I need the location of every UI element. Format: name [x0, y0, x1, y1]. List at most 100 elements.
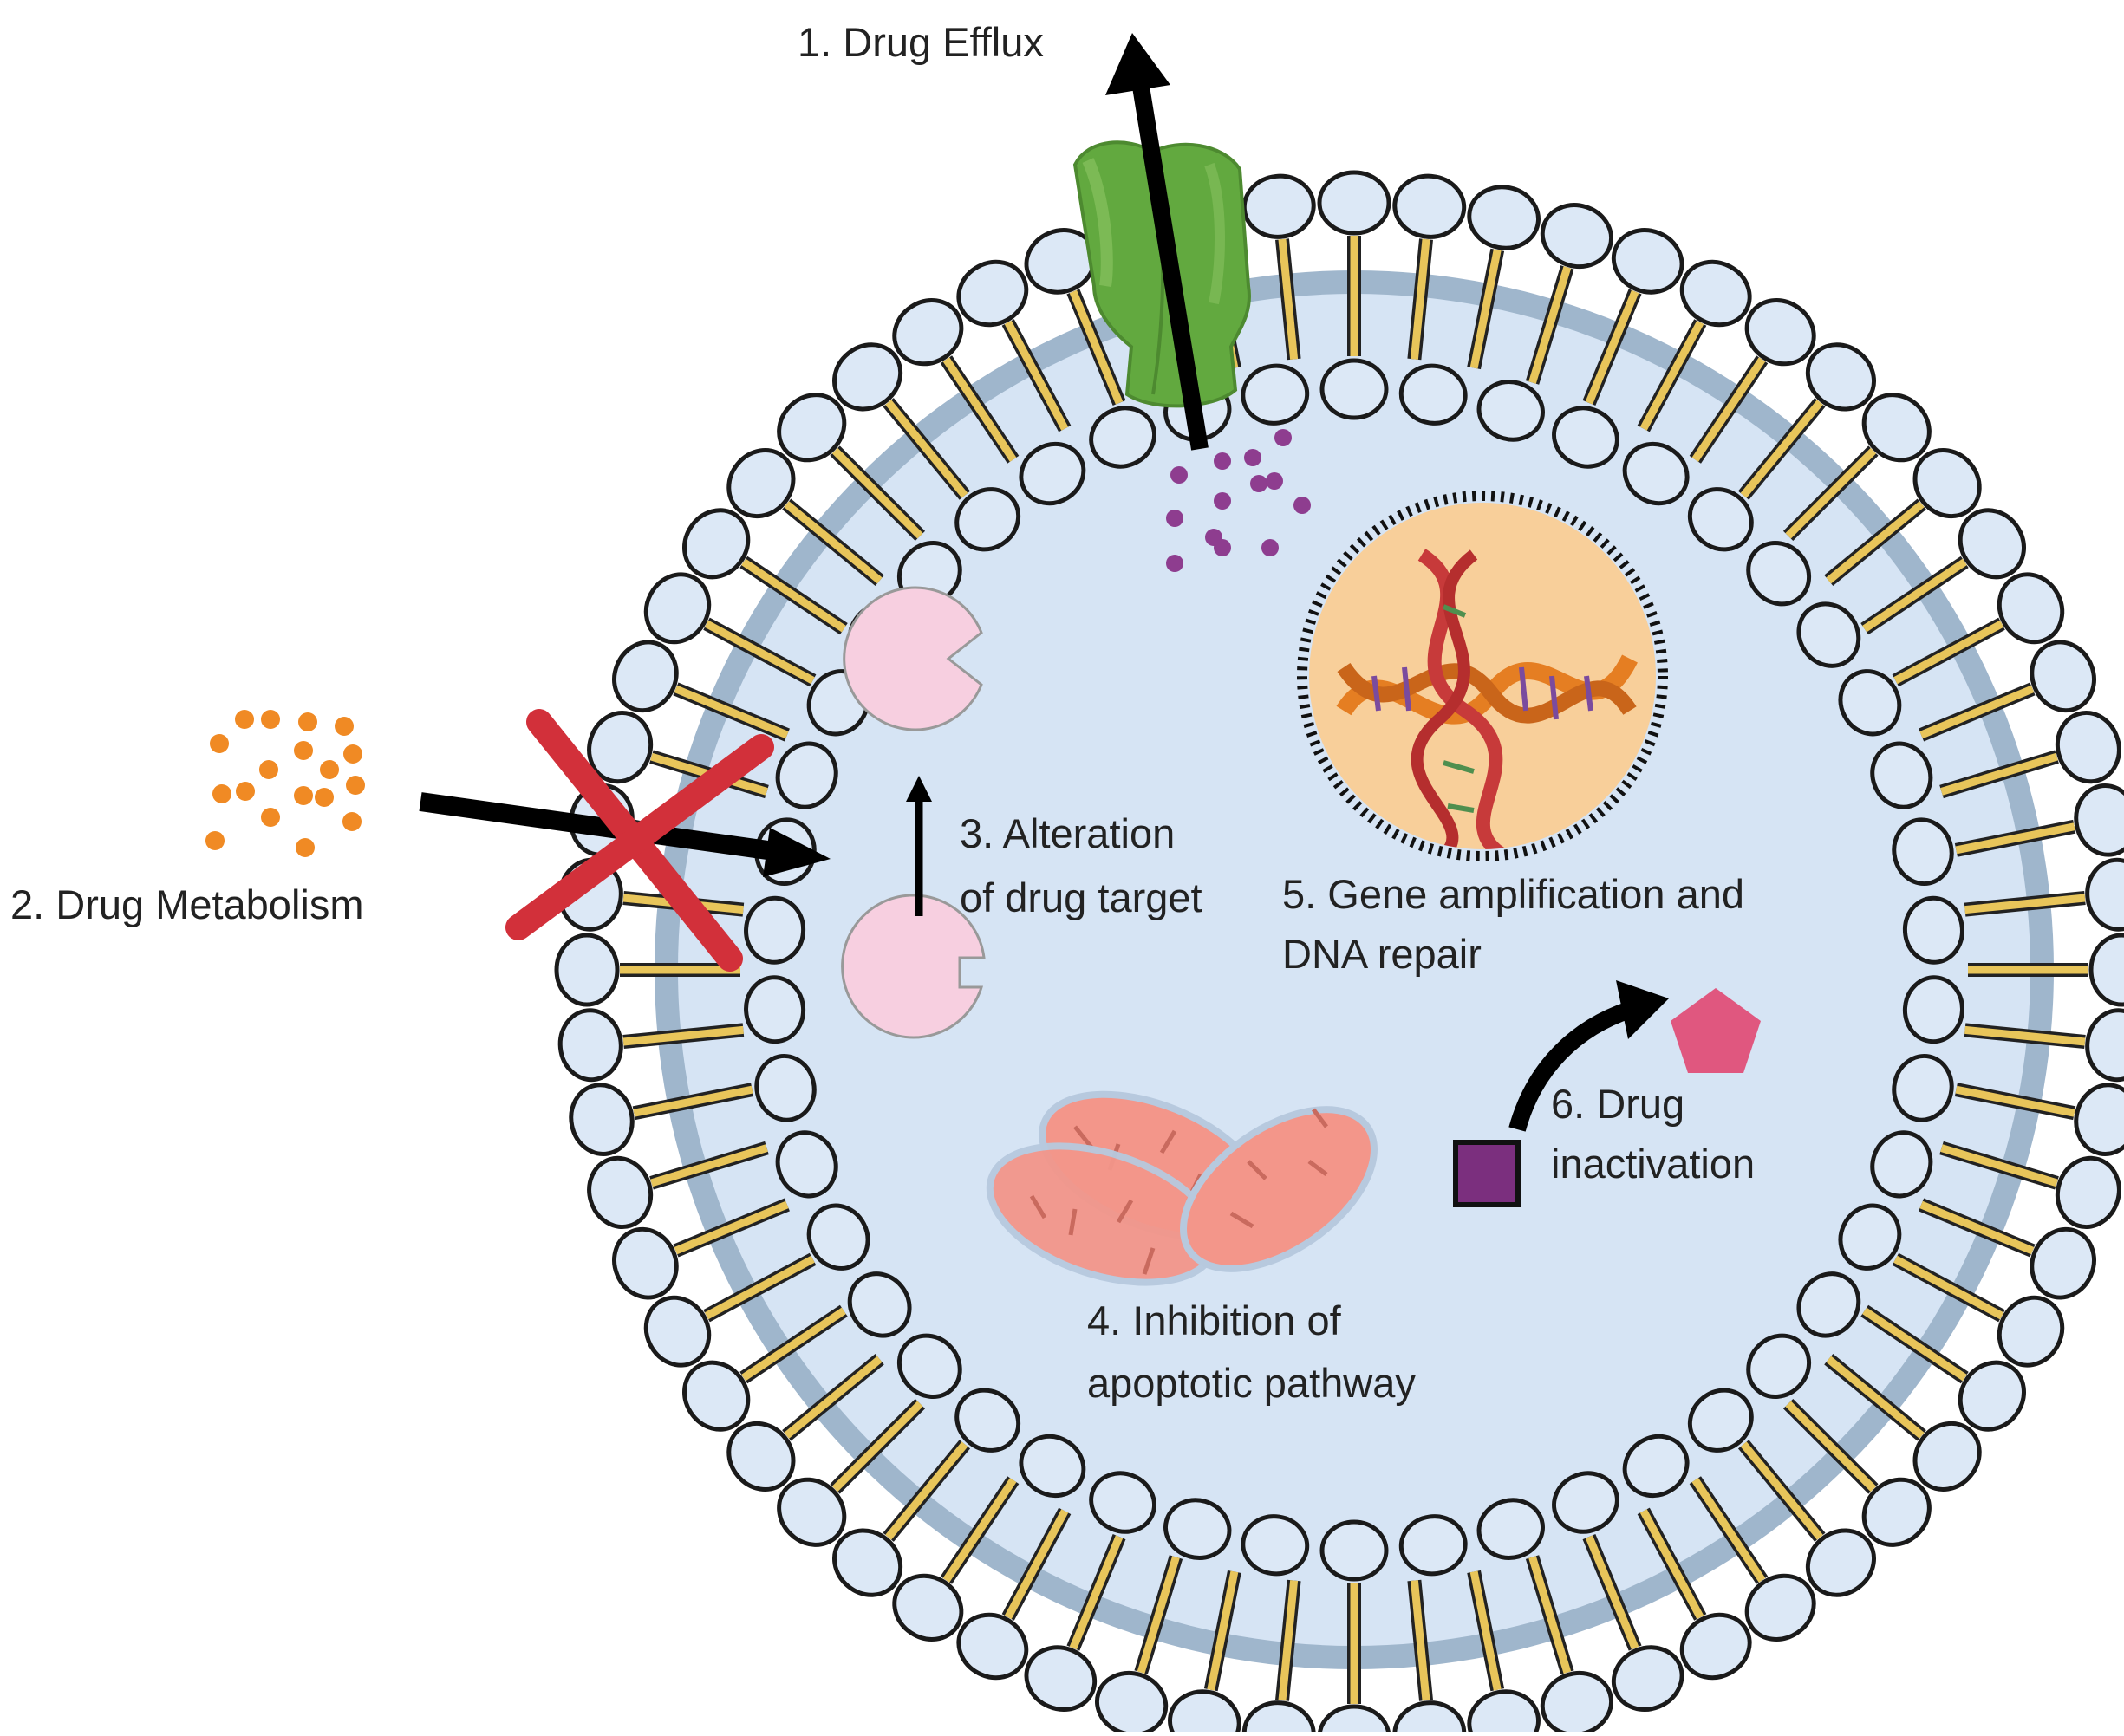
lipid-head	[1398, 1514, 1468, 1577]
lipid-head	[1392, 1700, 1467, 1736]
lipid-head	[1912, 1421, 1982, 1492]
metabolism-drug-particle	[236, 782, 255, 801]
metabolism-drug-particle	[346, 776, 365, 795]
efflux-drug-particle	[1266, 472, 1283, 490]
lipid-head	[1319, 358, 1389, 420]
efflux-drug-particle	[1166, 510, 1183, 527]
metabolism-drug-particle	[296, 838, 315, 857]
lipid-head	[956, 259, 1029, 328]
lipid-head	[892, 1573, 964, 1642]
lipid-head	[1838, 1203, 1902, 1271]
lipid-tail	[1964, 894, 2086, 914]
metabolism-drug-particle	[298, 712, 317, 731]
metabolism-drug-particles	[205, 710, 365, 857]
metabolism-drug-particle	[335, 717, 354, 736]
lipid-bilayer-icon	[554, 170, 2124, 1736]
lipid-tail	[1469, 1570, 1502, 1691]
drug-target-icon	[841, 894, 986, 1039]
lipid-head	[554, 933, 620, 1007]
lipid-head	[1746, 1333, 1812, 1400]
metabolism-drug-particle	[294, 786, 313, 805]
metabolism-drug-particle	[342, 812, 362, 831]
lipid-head	[831, 1528, 903, 1597]
metabolism-drug-particle	[212, 784, 231, 803]
lipid-head	[1744, 298, 1816, 367]
lipid-head	[1163, 1498, 1232, 1560]
lipid-head	[744, 895, 806, 965]
nucleus	[1297, 491, 1668, 861]
label-alteration-line1: 3. Alteration	[960, 810, 1176, 856]
lipid-tail	[1639, 320, 1704, 431]
lipid-head	[2074, 783, 2124, 857]
lipid-head	[1796, 601, 1861, 668]
lipid-head	[1805, 1528, 1877, 1597]
lipid-tail	[633, 1085, 753, 1117]
lipid-head	[754, 1053, 817, 1122]
lipid-head	[2030, 1226, 2096, 1300]
lipid-head	[2088, 933, 2124, 1007]
lipid-head	[612, 640, 679, 713]
lipid-tail	[1137, 1556, 1180, 1674]
lipid-head	[806, 1203, 870, 1271]
lipid-head	[2055, 1155, 2121, 1230]
lipid-tail	[1785, 447, 1877, 539]
lipid-head	[1744, 1573, 1816, 1642]
lipid-head	[1540, 203, 1614, 270]
lipid-tail	[1955, 822, 2075, 855]
lipid-tail	[1964, 1025, 2086, 1046]
efflux-drug-particles	[1166, 429, 1311, 572]
lipid-tail	[1919, 1200, 2035, 1255]
lipid-head	[1241, 173, 1316, 239]
lipid-head	[896, 1333, 962, 1400]
lipid-tail	[704, 620, 815, 685]
lipid-head	[1870, 741, 1933, 809]
inactive-drug-pentagon	[1671, 988, 1761, 1073]
lipid-head	[1094, 1670, 1169, 1736]
label-gene-line2: DNA repair	[1282, 931, 1482, 977]
efflux-arrow	[1105, 33, 1209, 451]
metabolism-drug-particle	[261, 710, 280, 729]
lipid-head	[569, 1083, 635, 1156]
label-inactivation-line2: inactivation	[1551, 1141, 1756, 1187]
lipid-head	[1958, 1360, 2026, 1432]
lipid-head	[956, 1612, 1029, 1681]
lipid-tail	[831, 447, 923, 539]
cytoplasm	[678, 294, 2030, 1646]
lipid-head	[1805, 342, 1877, 412]
lipid-tail	[1469, 249, 1502, 369]
lipid-tail	[741, 558, 846, 633]
lipid-head	[2030, 640, 2096, 713]
lipid-head	[1241, 363, 1310, 426]
mitochondria-icon	[1180, 1106, 1378, 1272]
efflux-drug-particle	[1166, 555, 1183, 572]
lipid-tail	[1826, 1356, 1925, 1439]
efflux-drug-particle	[1244, 449, 1261, 466]
lipid-tail	[1955, 1085, 2075, 1117]
lipid-tail	[1691, 357, 1766, 462]
label-apoptosis-line1: 4. Inhibition of	[1087, 1297, 1341, 1343]
efflux-drug-particle	[1261, 539, 1279, 556]
lipid-head	[1611, 228, 1684, 295]
lipid-head	[1168, 1689, 1241, 1736]
lipid-head	[744, 975, 806, 1044]
lipid-head	[1997, 1295, 2065, 1368]
lipid-head	[1392, 173, 1467, 239]
lipid-head	[1552, 406, 1619, 469]
metabolism-drug-particle	[343, 744, 362, 764]
lipid-tail	[650, 1144, 768, 1187]
lipid-head	[726, 447, 796, 519]
lipid-head	[1958, 508, 2026, 580]
metabolism-drug-particle	[320, 760, 339, 779]
lipid-head	[1019, 1434, 1086, 1499]
lipid-head	[682, 508, 751, 580]
alteration-arrow	[906, 776, 932, 916]
lipid-tail	[1585, 289, 1639, 405]
lipid-tail	[1639, 1509, 1704, 1620]
lipid-head	[1902, 895, 1964, 965]
lipid-tail	[1940, 1144, 2058, 1187]
lipid-tail	[622, 1025, 744, 1046]
lipid-head	[1892, 1053, 1954, 1122]
lipid-head	[1912, 447, 1982, 519]
lipid-head	[777, 1477, 847, 1547]
